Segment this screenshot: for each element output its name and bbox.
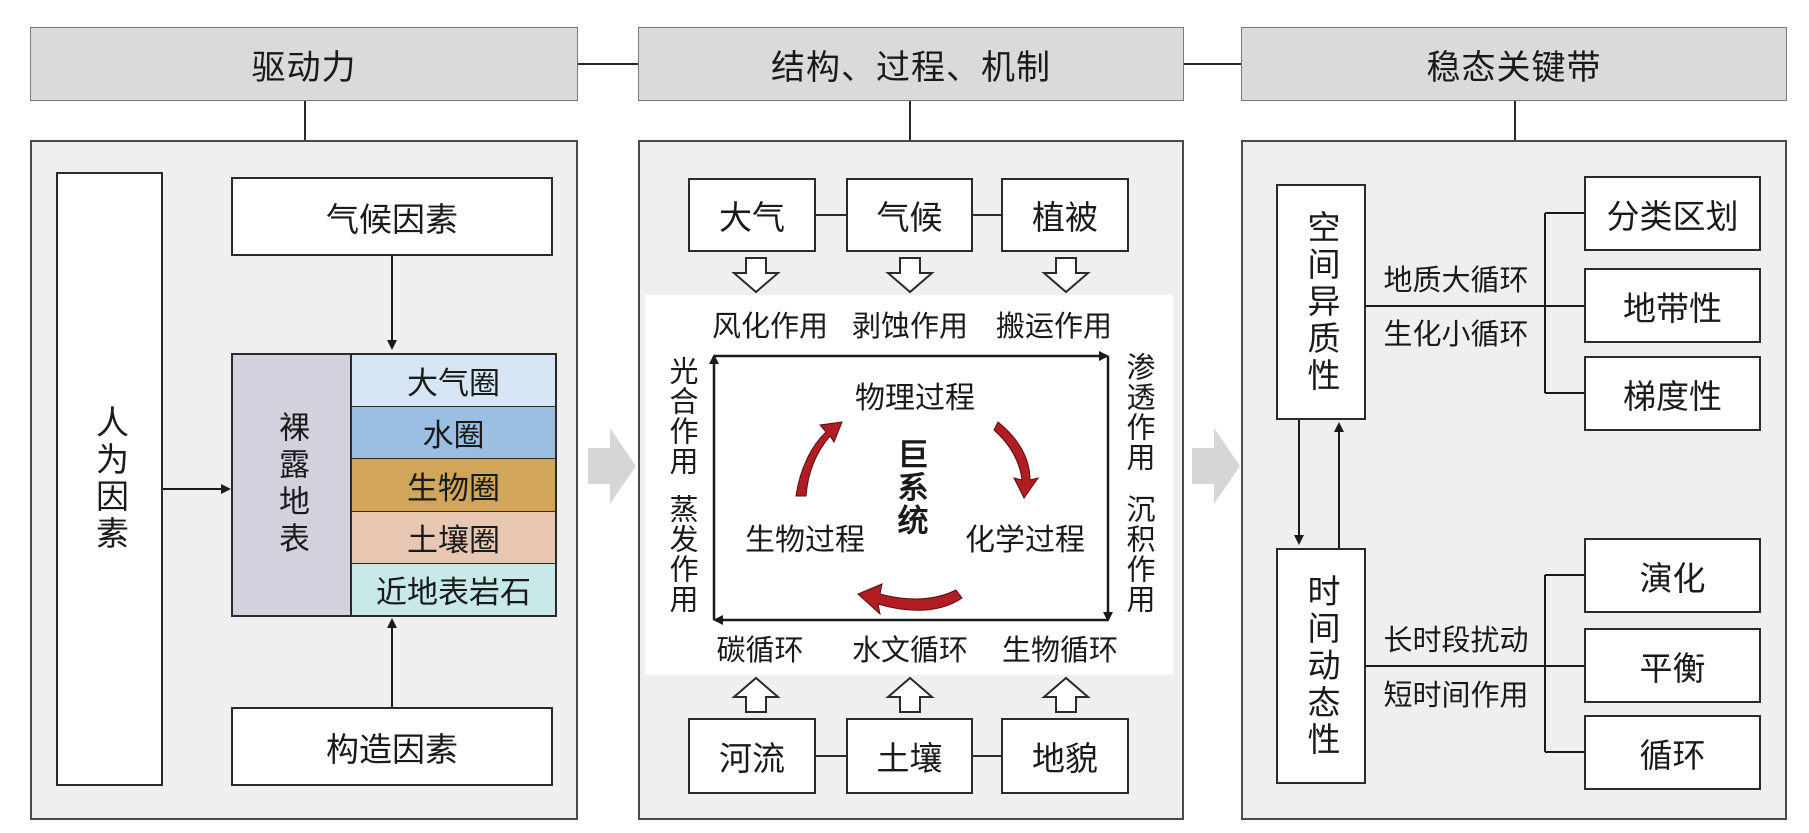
- layer-biosphere: 生物圈: [352, 459, 555, 512]
- box-climate: 气候: [846, 178, 973, 252]
- item-cycle: 循环: [1584, 715, 1761, 790]
- bare-surface-label: 裸露地表: [273, 411, 309, 559]
- biological-process: 生物过程: [745, 523, 865, 558]
- cycle-biological: 生物循环: [1001, 633, 1118, 667]
- spatial-heterogeneity-box: 空间异质性: [1276, 184, 1366, 420]
- temporal-dynamics-box: 时间动态性: [1276, 548, 1366, 784]
- link-short-action: 短时间作用: [1383, 678, 1529, 712]
- box-atmosphere: 大气: [688, 178, 816, 252]
- process-weathering: 风化作用: [711, 309, 828, 343]
- header-drivers: 驱动力: [30, 27, 578, 101]
- tectonic-factors-box: 构造因素: [231, 707, 553, 786]
- climate-factors-box: 气候因素: [231, 177, 553, 256]
- box-landform: 地貌: [1001, 718, 1129, 794]
- item-evolution: 演化: [1584, 538, 1761, 613]
- process-infiltration-text: 渗透作用: [1122, 352, 1156, 472]
- human-factors-box: 人为因素: [56, 172, 163, 786]
- sphere-layers: 大气圈 水圈 生物圈 土壤圈 近地表岩石: [352, 355, 555, 615]
- process-deposition-text: 沉积作用: [1122, 494, 1156, 614]
- layer-atmosphere: 大气圈: [352, 355, 555, 407]
- box-vegetation: 植被: [1001, 178, 1129, 252]
- cycle-carbon: 碳循环: [716, 633, 804, 667]
- header-structure: 结构、过程、机制: [638, 27, 1184, 101]
- process-area: [645, 295, 1173, 675]
- giant-system-label: 巨系统: [890, 438, 930, 537]
- chemical-process: 化学过程: [965, 523, 1085, 558]
- item-zoning: 分类区划: [1584, 176, 1761, 251]
- physical-process: 物理过程: [855, 381, 975, 416]
- process-photosynthesis: 光合作用: [664, 356, 700, 476]
- process-transport: 搬运作用: [995, 309, 1112, 343]
- link-geological-cycle: 地质大循环: [1383, 263, 1529, 297]
- item-zonality: 地带性: [1584, 268, 1761, 343]
- process-infiltration: 渗透作用: [1121, 352, 1157, 472]
- link-biochemical-cycle: 生化小循环: [1383, 317, 1529, 351]
- process-evaporation: 蒸发作用: [664, 494, 700, 614]
- layer-hydrosphere: 水圈: [352, 407, 555, 459]
- box-river: 河流: [688, 718, 816, 794]
- process-denudation: 剥蚀作用: [851, 309, 968, 343]
- layer-near-surface-rock: 近地表岩石: [352, 564, 555, 615]
- spatial-heterogeneity-label: 空间异质性: [1302, 209, 1341, 395]
- item-gradient: 梯度性: [1584, 356, 1761, 431]
- process-deposition: 沉积作用: [1121, 494, 1157, 614]
- box-soil: 土壤: [846, 718, 973, 794]
- cycle-hydrology: 水文循环: [851, 633, 968, 667]
- layer-pedosphere: 土壤圈: [352, 512, 555, 564]
- process-evaporation-text: 蒸发作用: [665, 494, 699, 614]
- temporal-dynamics-label: 时间动态性: [1302, 573, 1341, 759]
- human-factors-label: 人为因素: [90, 405, 130, 553]
- giant-system-text: 巨系统: [891, 438, 928, 537]
- item-equilibrium: 平衡: [1584, 628, 1761, 703]
- bare-surface-column: 裸露地表: [233, 355, 352, 615]
- bare-surface-block: 裸露地表 大气圈 水圈 生物圈 土壤圈 近地表岩石: [231, 353, 557, 617]
- header-homeostasis: 稳态关键带: [1241, 27, 1787, 101]
- process-photosynthesis-text: 光合作用: [665, 356, 699, 476]
- link-long-disturbance: 长时段扰动: [1383, 623, 1529, 657]
